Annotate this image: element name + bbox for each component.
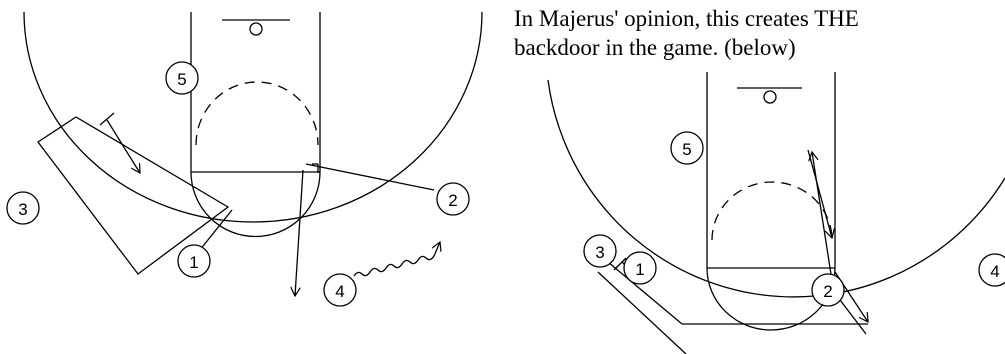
right-cut-arrow-5	[807, 149, 832, 238]
svg-text:2: 2	[448, 191, 457, 210]
right-court-diagram	[548, 72, 1005, 330]
left-pass-line-2a	[305, 163, 435, 191]
right-player-2: 2	[811, 273, 845, 307]
right-player-3: 3	[583, 234, 617, 268]
left-movement-lines	[37, 112, 440, 296]
svg-text:2: 2	[823, 282, 832, 301]
left-ft-circle-dashed	[196, 82, 318, 145]
left-court-diagram	[24, 12, 482, 237]
left-rim	[250, 23, 262, 35]
left-player-4: 4	[323, 273, 357, 307]
svg-text:5: 5	[682, 140, 691, 159]
caption-line-1: In Majerus' opinion, this creates THE	[514, 6, 859, 31]
left-three-point-arc	[24, 12, 482, 222]
svg-text:5: 5	[177, 70, 186, 89]
left-player-5: 5	[165, 61, 199, 95]
right-rim	[764, 91, 776, 103]
svg-text:4: 4	[335, 282, 344, 301]
left-cut-arrow-3	[106, 119, 140, 173]
left-player-1: 1	[177, 244, 211, 278]
svg-text:3: 3	[595, 243, 604, 262]
caption-text: In Majerus' opinion, this creates THE ba…	[514, 4, 1005, 62]
right-cut-line-3c	[597, 271, 687, 354]
svg-text:3: 3	[18, 200, 27, 219]
right-player-markers: 5 3 1 2 4	[583, 131, 1005, 307]
left-screen-box	[37, 116, 230, 275]
left-player-markers: 5 3 2 1 4	[6, 61, 470, 307]
right-ft-circle-dashed	[712, 182, 832, 240]
right-cut-line-3a	[607, 261, 683, 325]
left-player-2: 2	[436, 182, 470, 216]
svg-text:1: 1	[635, 260, 644, 279]
svg-text:4: 4	[990, 262, 999, 281]
left-player-3: 3	[6, 191, 40, 225]
left-ft-circle-solid	[191, 172, 320, 237]
svg-text:1: 1	[189, 253, 198, 272]
right-player-1: 1	[623, 251, 657, 285]
left-dribble-wave-4	[353, 242, 440, 277]
caption-line-2: backdoor in the game. (below)	[514, 35, 796, 60]
right-player-5: 5	[670, 131, 704, 165]
left-cut-arrow-5	[295, 169, 304, 296]
right-player-4: 4	[978, 253, 1005, 287]
left-screen-tick	[99, 112, 115, 126]
right-pass-line-2c	[839, 299, 867, 335]
right-three-point-arc	[548, 80, 1005, 297]
